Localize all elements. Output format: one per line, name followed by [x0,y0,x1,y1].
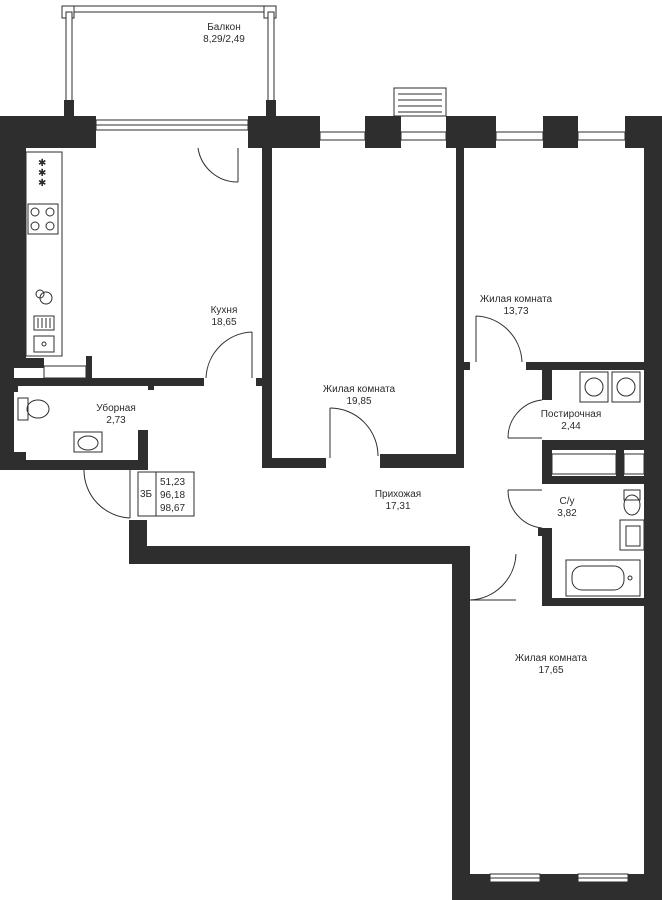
top-windows [95,87,626,141]
toilet-name: Уборная [96,402,135,414]
toilet-area: 2,73 [106,415,126,426]
svg-text:✱: ✱ [38,178,46,189]
svg-text:✱: ✱ [38,158,46,169]
total-with-balcony-value: 98,67 [160,503,185,514]
living-room-1-area: 19,85 [346,396,371,407]
kitchen-area: 18,65 [211,317,236,328]
interior-walls [14,148,662,606]
kitchen-name: Кухня [211,305,238,316]
balcony-name: Балкон [207,22,241,33]
kitchen-counter: ✱ ✱ ✱ [25,151,63,357]
bottom-windows [489,873,629,883]
bathroom-fixtures [565,489,645,597]
hall-name: Прихожая [375,489,421,500]
bathroom-area: 3,82 [557,508,577,519]
living-room-2-area: 13,73 [503,306,528,317]
laundry-area: 2,44 [561,421,581,432]
living-area-value: 51,23 [160,477,185,488]
apartment-type: 3Б [140,489,153,500]
laundry-name: Постирочная [541,409,602,420]
living-room-3-name: Жилая комната [515,653,588,664]
apartment-summary: 3Б 51,23 96,18 98,67 [137,471,195,517]
outer-walls [0,116,662,900]
balcony-area: 8,29/2,49 [203,34,245,45]
laundry-fixtures [579,371,641,403]
svg-text:✱: ✱ [38,168,46,179]
living-room-1-name: Жилая комната [323,384,396,395]
total-area-value: 96,18 [160,490,185,501]
bathroom-name: С/у [560,496,575,507]
living-room-3-area: 17,65 [538,665,563,676]
room-labels: Балкон 8,29/2,49 Кухня 18,65 Уборная 2,7… [96,22,601,676]
balcony [61,5,277,120]
living-room-2-name: Жилая комната [480,294,553,305]
toilet-fixtures [17,397,103,453]
doors [83,147,543,601]
hall-area: 17,31 [385,501,410,512]
